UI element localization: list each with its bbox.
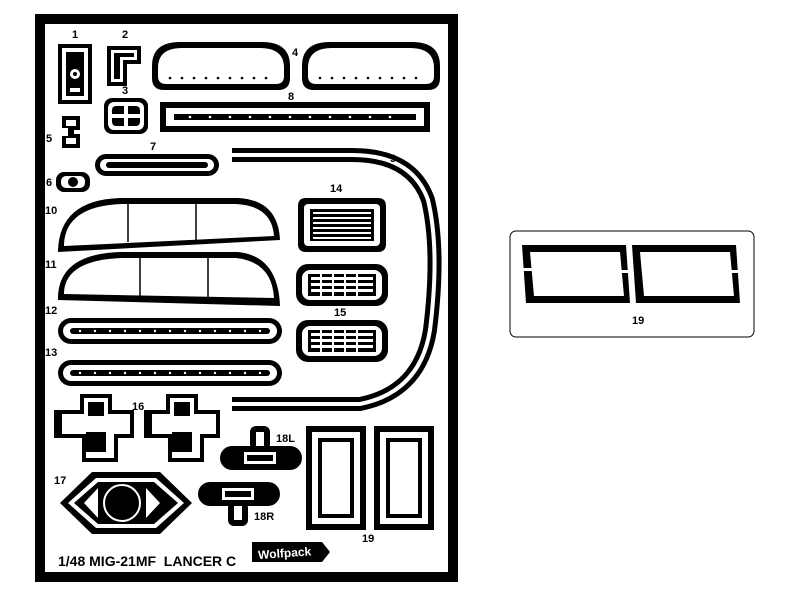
part-14 [298,198,386,252]
part-4 [152,42,440,90]
brand-name: Wolfpack [258,544,312,562]
part-18l [220,426,302,470]
label-part-15: 15 [334,307,346,319]
part-1 [58,44,92,104]
wolfpack-logo: Wolfpack [252,542,330,562]
part-10 [58,198,280,252]
part-19 [306,426,434,530]
label-part-3: 3 [122,85,128,97]
inset-label-part-19: 19 [632,315,644,327]
part-8 [160,102,430,132]
sheet-title: 1/48 MIG-21MF LANCER C [58,553,236,569]
inset-part-19-left [520,245,632,303]
part-16 [54,394,220,462]
part-17 [60,472,192,534]
label-part-18l: 18L [276,433,295,445]
label-part-12: 12 [45,305,57,317]
label-part-19: 19 [362,533,374,545]
label-part-17: 17 [54,475,66,487]
part-18r [198,482,280,526]
label-part-16: 16 [132,401,144,413]
label-part-9: 9 [390,153,396,165]
part-12 [58,318,282,344]
label-part-7: 7 [150,141,156,153]
part-2 [107,46,141,86]
label-part-2: 2 [122,29,128,41]
label-part-14: 14 [330,183,343,195]
part-7 [95,154,219,176]
inset-part-19-right [632,245,742,303]
label-part-13: 13 [45,347,57,359]
part-9 [232,148,442,411]
label-part-18r: 18R [254,511,274,523]
label-part-10: 10 [45,205,57,217]
label-part-6: 6 [46,177,52,189]
label-part-1: 1 [72,29,78,41]
part-13 [58,360,282,386]
label-part-11: 11 [45,259,57,271]
inset-panel: 19 [509,230,755,338]
part-3 [104,98,148,134]
label-part-8: 8 [288,91,294,103]
label-part-5: 5 [46,133,52,145]
part-15 [296,264,388,362]
part-6 [56,172,90,192]
label-part-4: 4 [292,47,299,59]
part-5 [62,116,80,148]
part-11 [58,252,280,306]
